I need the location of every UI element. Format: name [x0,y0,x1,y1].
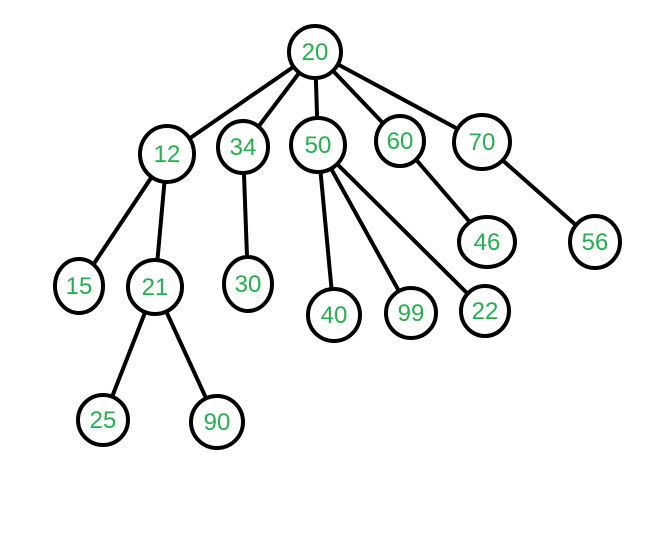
node-circle-99 [384,286,438,340]
tree-node-56: 56 [568,214,622,270]
node-label-99: 99 [398,300,425,327]
tree-node-70: 70 [452,113,512,171]
node-circle-70 [452,113,512,171]
tree-edge-20-12 [165,50,317,156]
tree-node-40: 40 [306,287,362,343]
tree-node-12: 12 [138,124,196,184]
tree-node-34: 34 [216,119,270,175]
node-circle-25 [76,393,130,447]
node-label-60: 60 [387,128,414,155]
node-label-15: 15 [66,273,93,300]
node-circle-15 [53,257,105,315]
node-label-56: 56 [582,229,609,256]
node-label-34: 34 [230,134,257,161]
node-circle-34 [216,119,270,175]
tree-node-22: 22 [459,284,511,338]
node-circle-46 [457,215,517,269]
node-circle-30 [222,255,274,313]
node-circle-60 [374,114,426,168]
tree-node-46: 46 [457,215,517,269]
node-label-21: 21 [142,274,169,301]
node-circle-21 [126,258,184,316]
node-label-20: 20 [302,39,329,66]
tree-node-90: 90 [189,394,245,450]
tree-node-50: 50 [289,116,347,174]
node-label-46: 46 [474,229,501,256]
node-label-12: 12 [154,141,181,168]
tree-node-15: 15 [53,257,105,315]
tree-edge-50-99 [316,143,413,315]
node-circle-20 [287,24,343,80]
tree-edge-50-22 [316,143,487,313]
node-label-30: 30 [235,271,262,298]
tree-node-60: 60 [374,114,426,168]
tree-node-25: 25 [76,393,130,447]
node-label-50: 50 [305,132,332,159]
node-circle-56 [568,214,622,270]
node-circle-90 [189,394,245,450]
tree-node-20: 20 [287,24,343,80]
tree-edge-20-70 [313,50,484,144]
tree-node-99: 99 [384,286,438,340]
node-label-25: 25 [90,407,117,434]
node-label-22: 22 [472,298,499,325]
node-circle-40 [306,287,362,343]
node-label-90: 90 [204,409,231,436]
node-circle-50 [289,116,347,174]
node-circle-12 [138,124,196,184]
tree-node-30: 30 [222,255,274,313]
node-label-70: 70 [469,129,496,156]
tree-node-21: 21 [126,258,184,316]
node-circle-22 [459,284,511,338]
node-label-40: 40 [321,302,348,329]
